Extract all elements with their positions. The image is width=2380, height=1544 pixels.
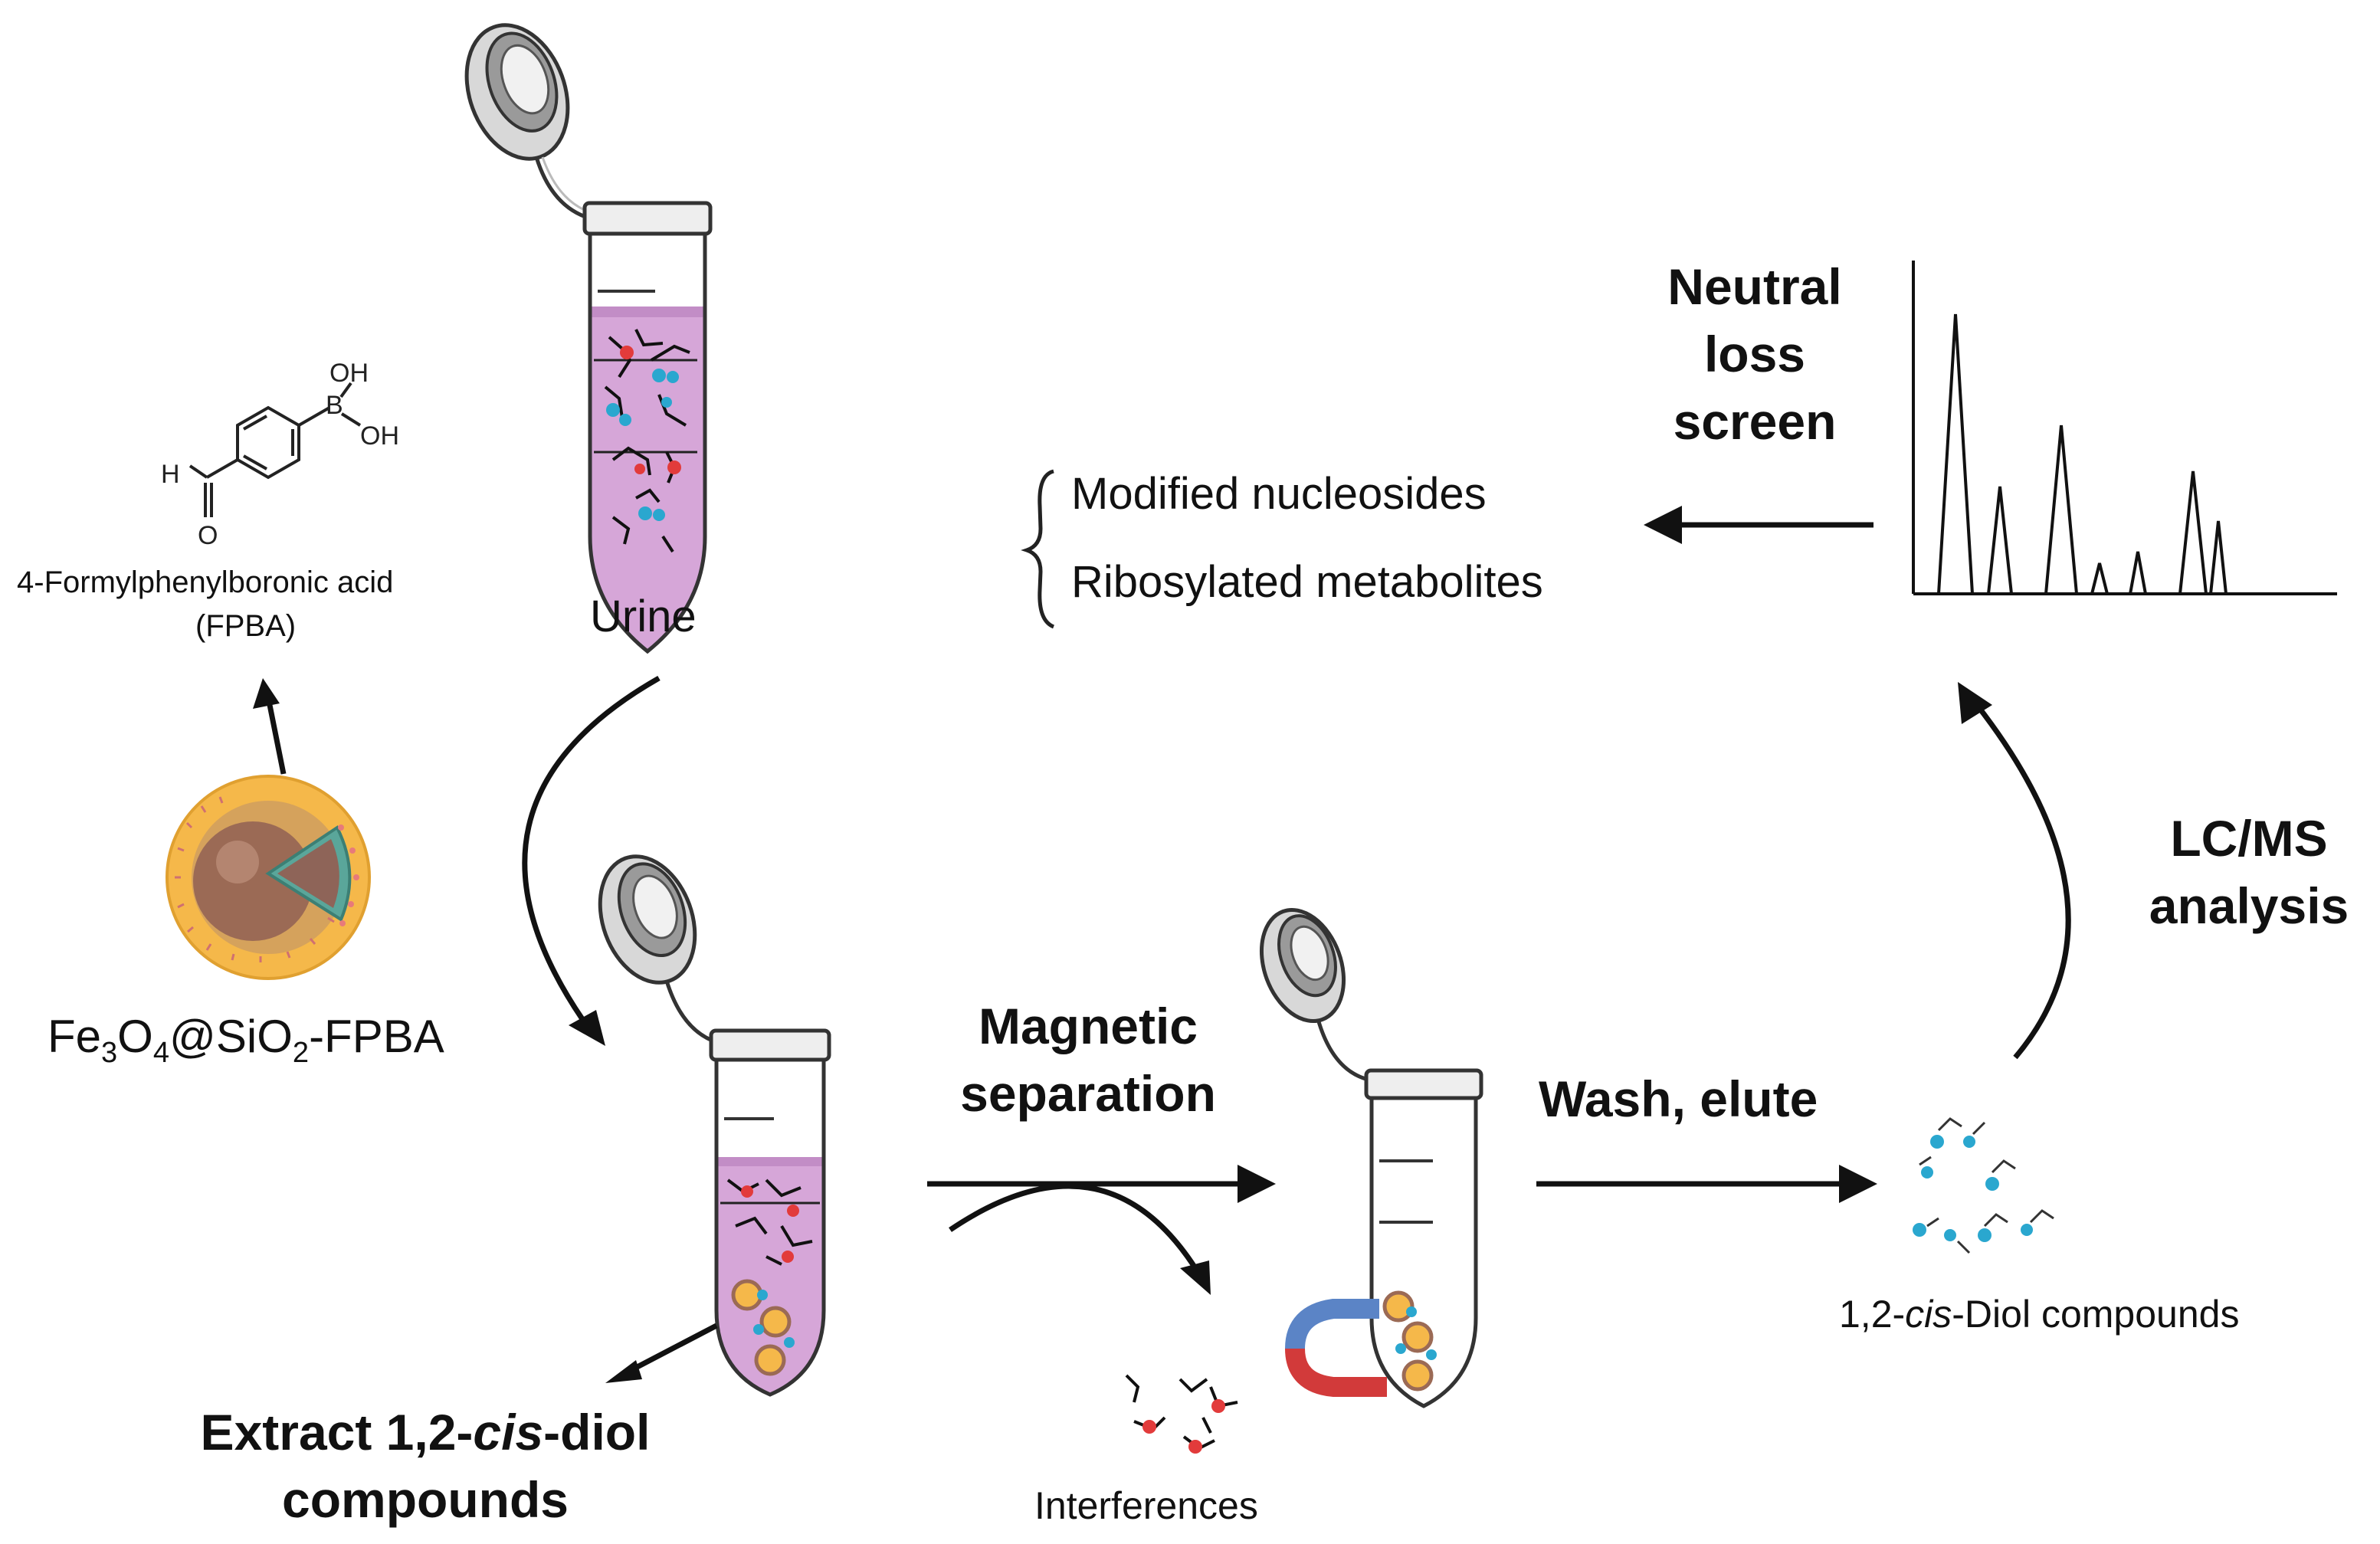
np-label-part: @SiO xyxy=(169,1011,293,1062)
diol-part-italic: cis xyxy=(1905,1293,1952,1336)
interference-molecules xyxy=(1125,1374,1238,1454)
np-label-sub: 3 xyxy=(101,1037,118,1069)
step-wash-elute: Wash, elute xyxy=(1539,1070,1818,1127)
atom-oh-right: OH xyxy=(360,421,399,451)
np-label-sub: 2 xyxy=(292,1037,310,1069)
step-lcms: LC/MS analysis xyxy=(2123,805,2375,939)
magnetic-line1: Magnetic xyxy=(978,998,1198,1054)
neutral-line2: loss xyxy=(1703,326,1806,382)
extract-part-italic: cis xyxy=(473,1404,544,1460)
atom-oh-top: OH xyxy=(329,359,369,388)
magnet-icon xyxy=(1285,1299,1387,1397)
arrow-wash-elute xyxy=(1536,1165,1877,1203)
sample-label: Urine xyxy=(590,592,697,641)
extract-part: -diol xyxy=(543,1404,651,1460)
np-label-part: Fe xyxy=(48,1011,102,1062)
magnetic-line2: separation xyxy=(960,1065,1216,1122)
np-label-part: -FPBA xyxy=(309,1011,444,1062)
diol-part: -Diol compounds xyxy=(1952,1293,2240,1336)
results-brace xyxy=(1021,469,1055,629)
step-magnetic-separation: Magnetic separation xyxy=(935,992,1241,1127)
lcms-line1: LC/MS xyxy=(2170,810,2328,867)
extract-line2: compounds xyxy=(282,1471,569,1528)
extract-part: Extract 1,2- xyxy=(200,1404,474,1460)
interferences-label: Interferences xyxy=(1034,1484,1258,1527)
diol-compounds xyxy=(1913,1117,2054,1254)
nanoparticle-label: Fe3O4@SiO2-FPBA xyxy=(48,1010,444,1080)
arrow-extract xyxy=(605,1323,718,1383)
diol-part: 1,2- xyxy=(1839,1293,1906,1336)
atom-o: O xyxy=(198,521,218,550)
nanoparticle-icon xyxy=(166,775,371,980)
diol-compounds-label: 1,2-cis-Diol compounds xyxy=(1839,1291,2239,1337)
chromatogram-icon xyxy=(1912,261,2337,595)
step-neutral-loss: Neutral loss screen xyxy=(1617,253,1893,455)
arrow-urine-to-extraction xyxy=(522,675,661,1046)
fpba-structure xyxy=(188,382,362,517)
np-label-part: O xyxy=(117,1011,153,1062)
atom-h: H xyxy=(161,460,180,489)
extract-line1: Extract 1,2-cis-diol xyxy=(165,1398,686,1466)
arrow-magnetic-separation xyxy=(927,1165,1276,1295)
atom-boron: B xyxy=(326,391,343,420)
np-label-sub: 4 xyxy=(152,1037,169,1069)
arrow-np-to-fpba xyxy=(253,678,287,775)
microtube-icon xyxy=(1259,907,1483,1408)
microtube-icon xyxy=(598,854,831,1397)
neutral-line1: Neutral xyxy=(1667,258,1842,315)
reagent-name: 4-Formylphenylboronic acid xyxy=(17,565,394,599)
step-extract: Extract 1,2-cis-diol compounds xyxy=(165,1398,686,1533)
microtube-icon xyxy=(464,23,713,654)
result-ribosylated-metabolites: Ribosylated metabolites xyxy=(1071,557,1543,607)
arrow-lcms xyxy=(1958,682,2071,1060)
reagent-abbrev: (FPBA) xyxy=(195,609,297,643)
result-modified-nucleosides: Modified nucleosides xyxy=(1071,469,1487,519)
arrow-to-results xyxy=(1644,506,1874,544)
lcms-line2: analysis xyxy=(2149,877,2349,934)
neutral-line3: screen xyxy=(1673,393,1837,450)
